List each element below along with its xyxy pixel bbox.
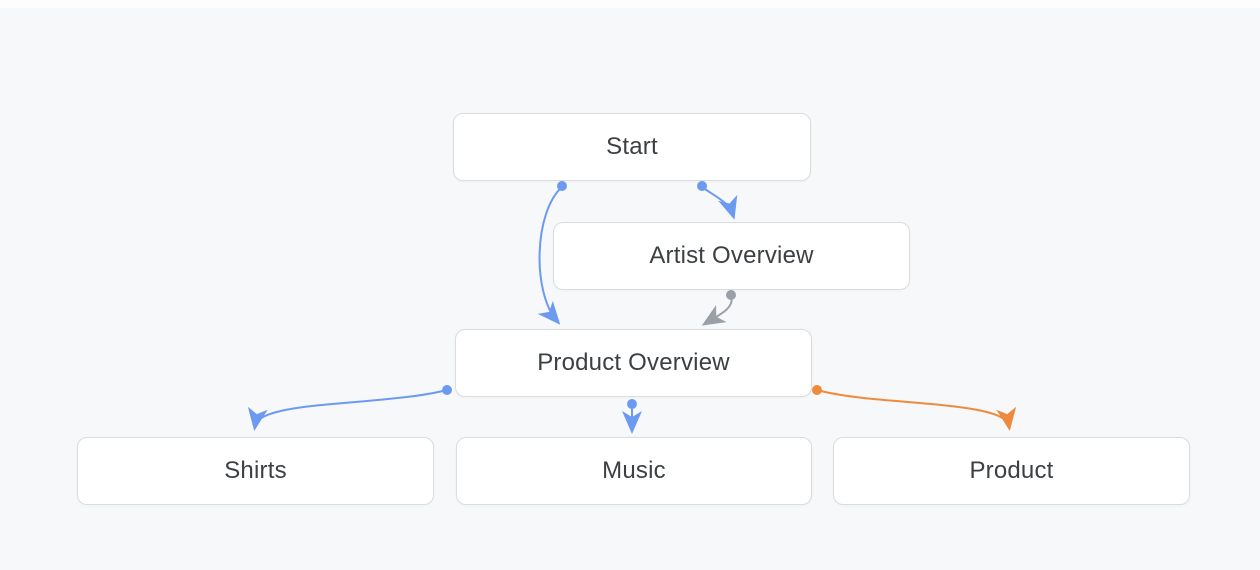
edge-product-overview-to-shirts [247, 389, 448, 431]
node-product-overview[interactable]: Product Overview [455, 329, 812, 397]
edge-artist-overview-to-product-overview [701, 295, 733, 326]
node-music-label: Music [602, 457, 666, 484]
node-product[interactable]: Product [833, 437, 1190, 505]
edge-source-dot-product-overview-to-product [812, 385, 822, 395]
node-start-label: Start [606, 133, 658, 160]
edge-source-dot-product-overview-to-shirts [442, 385, 452, 395]
edge-source-dot-start-to-artist-overview [697, 181, 707, 191]
node-product-label: Product [969, 457, 1054, 484]
edge-source-dot-product-overview-to-music [627, 399, 637, 409]
node-shirts[interactable]: Shirts [77, 437, 434, 505]
node-product-overview-label: Product Overview [537, 349, 730, 376]
node-shirts-label: Shirts [224, 457, 287, 484]
edge-product-overview-to-product [816, 389, 1017, 431]
node-start[interactable]: Start [453, 113, 811, 181]
top-edge-highlight [0, 0, 1260, 8]
edge-source-dot-start-to-product-overview [557, 181, 567, 191]
edge-source-dot-artist-overview-to-product-overview [726, 290, 736, 300]
node-artist-overview-label: Artist Overview [649, 242, 814, 269]
node-artist-overview[interactable]: Artist Overview [553, 222, 910, 290]
node-music[interactable]: Music [456, 437, 812, 505]
edge-start-to-artist-overview [701, 186, 738, 220]
